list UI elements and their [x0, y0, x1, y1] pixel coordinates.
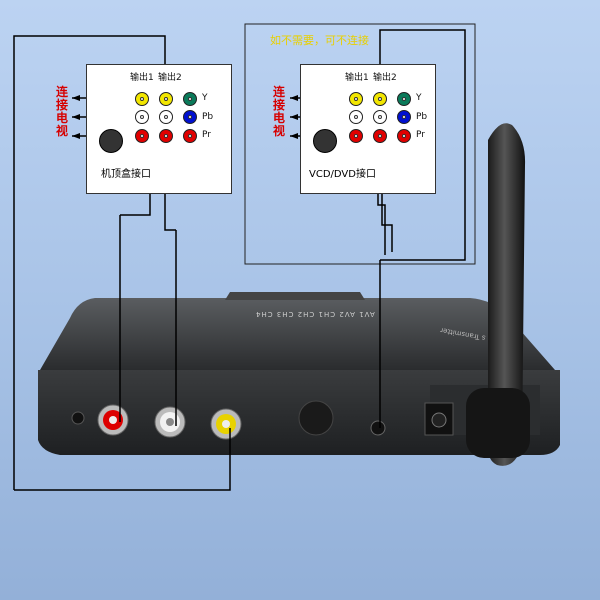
stb-tv-char-3: 电 — [56, 111, 69, 125]
connection-wires — [13, 29, 466, 491]
dvd-svideo-icon — [313, 129, 337, 153]
antenna-base — [466, 388, 530, 458]
dvd-out1-label: 输出1 — [345, 73, 369, 83]
stb-jack-green — [183, 92, 197, 106]
dvd-jack-blue — [397, 110, 411, 124]
dvd-out2-label: 输出2 — [373, 73, 397, 83]
optional-frame — [244, 23, 476, 265]
dvd-tv-char-3: 电 — [273, 111, 286, 125]
stb-jack-yellow-2 — [159, 92, 173, 106]
led-icon — [71, 411, 85, 425]
stb-caption: 机顶盒接口 — [101, 169, 151, 180]
dvd-jack-white-2 — [373, 110, 387, 124]
dvd-jack-yellow-2 — [373, 92, 387, 106]
device-rca-yellow — [210, 408, 242, 440]
stb-pr-label: Pr — [202, 130, 211, 140]
stb-pb-label: Pb — [202, 112, 214, 122]
stb-jack-yellow-1 — [135, 92, 149, 106]
arrowheads — [72, 95, 298, 139]
stb-jack-white-1 — [135, 110, 149, 124]
stb-jack-red-3 — [183, 129, 197, 143]
device-port-labels: AV1 AV2 CH1 CH2 CH3 CH4 — [255, 310, 375, 318]
dvd-y-label: Y — [416, 93, 422, 103]
device-ridge — [225, 292, 365, 300]
dvd-pb-label: Pb — [416, 112, 428, 122]
dvd-jack-red-3 — [397, 129, 411, 143]
device-top — [40, 298, 555, 370]
antenna — [487, 123, 526, 466]
dvd-jack-red-2 — [373, 129, 387, 143]
stb-tv-label: 连 接 电 视 — [56, 86, 68, 138]
dvd-jack-green — [397, 92, 411, 106]
stb-y-label: Y — [202, 93, 208, 103]
stb-interface-panel: 输出1 输出2 Y Pb Pr 机顶盒接口 — [86, 64, 232, 194]
dvd-caption: VCD/DVD接口 — [309, 169, 376, 180]
svideo-port-icon — [298, 400, 334, 436]
dvd-tv-char-2: 接 — [273, 98, 286, 112]
dvd-jack-white-1 — [349, 110, 363, 124]
dvd-jack-red-1 — [349, 129, 363, 143]
dvd-interface-panel: 输出1 输出2 Y Pb Pr VCD/DVD接口 — [300, 64, 436, 194]
stb-tv-char-1: 连 — [56, 85, 69, 99]
device-rca-white — [154, 406, 186, 438]
stb-tv-char-2: 接 — [56, 98, 69, 112]
dvd-tv-char-4: 视 — [273, 124, 286, 138]
stb-tv-char-4: 视 — [56, 124, 69, 138]
stb-jack-blue — [183, 110, 197, 124]
dvd-pr-label: Pr — [416, 130, 425, 140]
stb-out1-label: 输出1 — [130, 73, 154, 83]
stb-jack-white-2 — [159, 110, 173, 124]
device-rca-red — [97, 404, 129, 436]
stb-jack-red-2 — [159, 129, 173, 143]
dvd-jack-yellow-1 — [349, 92, 363, 106]
stb-out2-label: 输出2 — [158, 73, 182, 83]
dvd-tv-char-1: 连 — [273, 85, 286, 99]
stb-jack-red-1 — [135, 129, 149, 143]
dvd-tv-label: 连 接 电 视 — [273, 86, 285, 138]
dvd-optional-note: 如不需要，可不连接 — [270, 34, 369, 47]
ir-port-icon — [370, 420, 386, 436]
stb-svideo-icon — [99, 129, 123, 153]
